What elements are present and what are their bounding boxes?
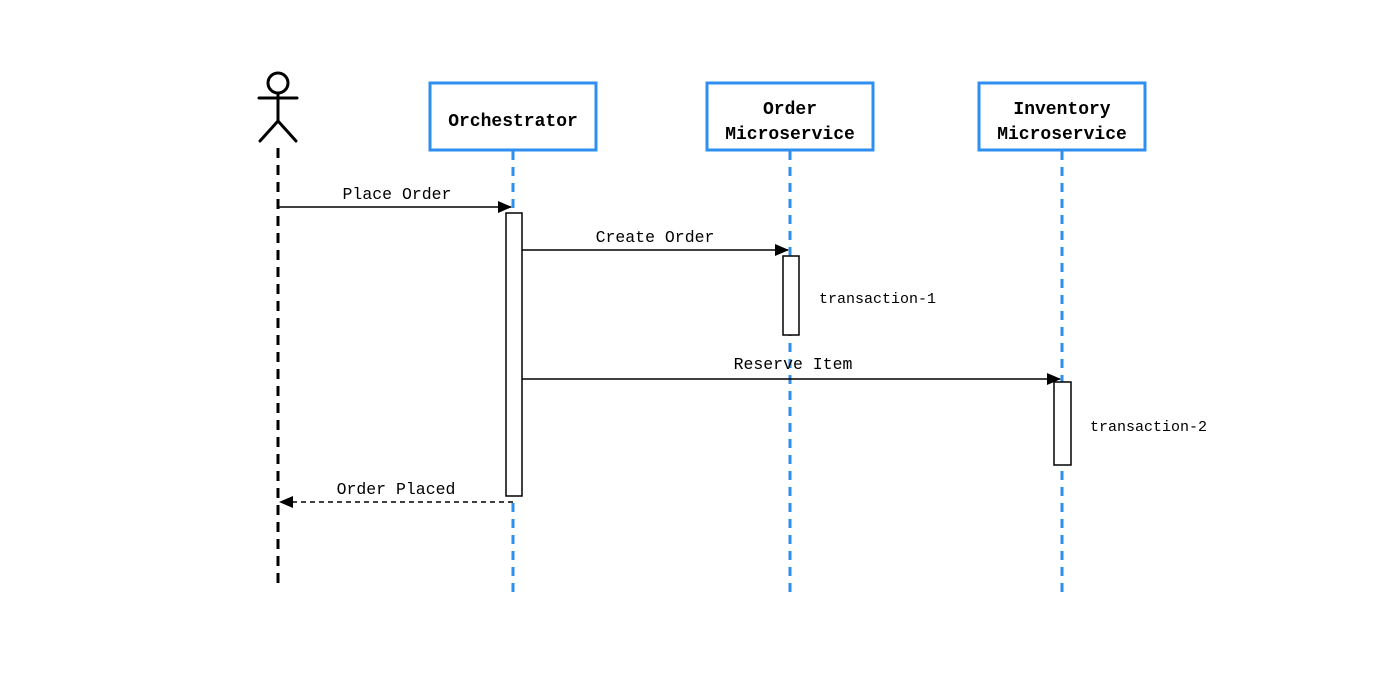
- inventory-microservice-activation-bar: [1053, 381, 1072, 466]
- inventory-microservice-label-line-1: Inventory: [1013, 100, 1110, 120]
- orchestrator-box: [428, 81, 598, 152]
- message-order-placed: Order Placed: [279, 480, 513, 508]
- stick-figure-actor-icon: [257, 71, 299, 143]
- participant-order-microservice: Order Microservice: [705, 81, 875, 598]
- order-microservice-label-line-1: Order: [763, 100, 817, 120]
- participant-inventory-microservice: Inventory Microservice: [977, 81, 1147, 598]
- message-reserve-item: Reserve Item: [522, 355, 1061, 385]
- order-microservice-activation-bar: [782, 255, 800, 336]
- message-create-order: Create Order: [522, 228, 789, 256]
- inventory-microservice-label-line-2: Microservice: [997, 125, 1127, 145]
- order-microservice-box: [705, 81, 875, 152]
- message-place-order: Place Order: [278, 185, 512, 213]
- orchestrator-activation-bar: [505, 212, 523, 497]
- actor: [257, 71, 299, 590]
- create-order-label: Create Order: [596, 228, 715, 247]
- orchestrator-label: Orchestrator: [448, 112, 578, 132]
- transaction-2-note: transaction-2: [1090, 419, 1207, 436]
- place-order-label: Place Order: [343, 185, 452, 204]
- inventory-microservice-box: [977, 81, 1147, 152]
- participant-orchestrator: Orchestrator: [428, 81, 598, 598]
- reserve-item-label: Reserve Item: [734, 355, 853, 374]
- order-microservice-label-line-2: Microservice: [725, 125, 855, 145]
- transaction-1-note: transaction-1: [819, 291, 936, 308]
- order-placed-label: Order Placed: [337, 480, 456, 499]
